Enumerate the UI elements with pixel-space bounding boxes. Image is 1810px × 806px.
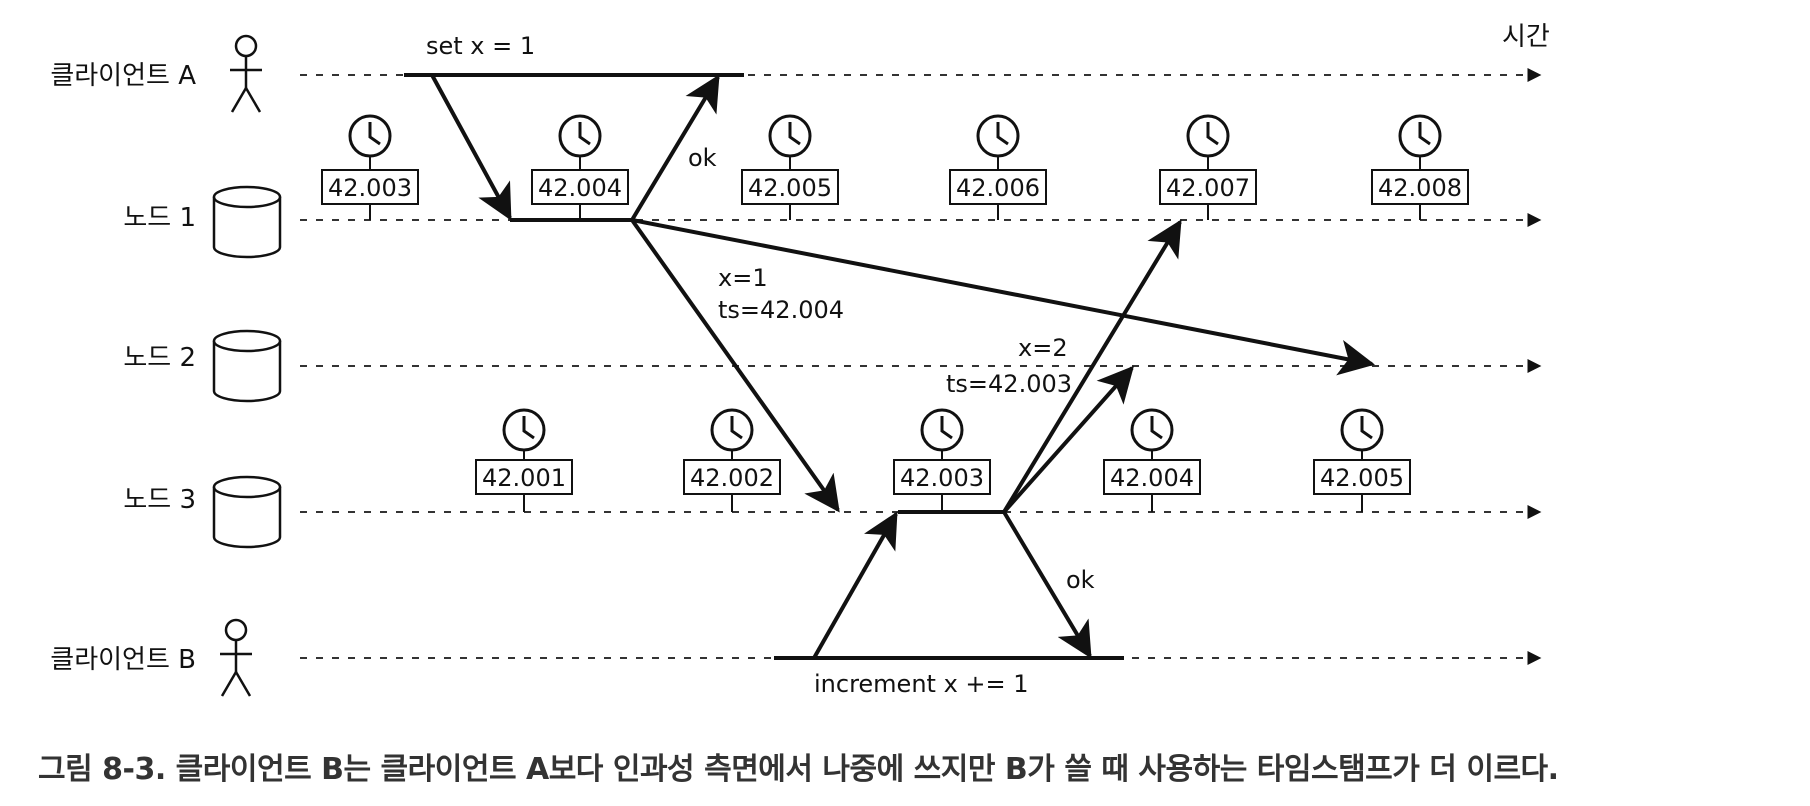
arrow-set-request (430, 74, 512, 221)
arrow-node1-to-node2 (631, 218, 1375, 376)
clock-icon (1150, 416, 1163, 440)
time-label: 시간 (1502, 22, 1550, 52)
node1-clock: 42.006 (949, 114, 1047, 220)
label-increment: increment x += 1 (814, 670, 1029, 698)
node1-clock-value: 42.007 (1166, 174, 1250, 202)
label-rep2-value: x=2 (1018, 334, 1068, 362)
person-icon-client-b (220, 618, 252, 697)
node3-clock-group: 42.001 42.002 42.003 42.004 (475, 408, 1411, 512)
clock-icon (1360, 416, 1373, 440)
clock-icon (730, 416, 743, 440)
label-rep1-value: x=1 (718, 264, 768, 292)
arrow-node3-to-node1 (1002, 219, 1182, 514)
arrow-node3-to-node2 (1002, 365, 1134, 514)
node3-clock-value: 42.002 (690, 464, 774, 492)
person-icon-client-a (230, 34, 262, 113)
node1-clock-value: 42.006 (956, 174, 1040, 202)
node1-clock: 42.008 (1371, 114, 1469, 220)
arrow-ok-to-client-b (1002, 510, 1092, 659)
label-rep1-ts: ts=42.004 (718, 296, 844, 324)
lane-label-client-a: 클라이언트 A (50, 61, 196, 91)
node1-clock-value: 42.004 (538, 174, 622, 202)
clock-icon (996, 122, 1009, 146)
arrow-increment-request (812, 511, 898, 659)
node3-clock-value: 42.001 (482, 464, 566, 492)
node1-clock-value: 42.008 (1378, 174, 1462, 202)
node1-clock-group: 42.003 42.004 42.005 42.006 (321, 114, 1469, 220)
database-icon-node1 (212, 185, 282, 259)
node3-clock-value: 42.003 (900, 464, 984, 492)
clock-icon (368, 122, 381, 146)
label-rep2-ts: ts=42.003 (946, 370, 1072, 398)
lane-label-node1: 노드 1 (123, 203, 196, 233)
arrow-node1-to-node3 (630, 218, 840, 513)
node1-clock-value: 42.003 (328, 174, 412, 202)
clock-icon (578, 122, 591, 146)
node3-clock: 42.005 (1313, 408, 1411, 512)
node1-clock-value: 42.005 (748, 174, 832, 202)
label-ok-a: ok (688, 144, 717, 172)
figure-caption: 그림 8-3. 클라이언트 B는 클라이언트 A보다 인과성 측면에서 나중에 … (38, 752, 1559, 787)
clock-icon (1206, 122, 1219, 146)
node3-clock: 42.003 (893, 408, 991, 512)
node3-clock-value: 42.005 (1320, 464, 1404, 492)
lane-label-node3: 노드 3 (123, 485, 196, 515)
database-icon-node3 (212, 475, 282, 549)
node3-clock: 42.001 (475, 408, 573, 512)
node3-clock: 42.004 (1103, 408, 1201, 512)
node3-clock-value: 42.004 (1110, 464, 1194, 492)
lane-label-client-b: 클라이언트 B (50, 645, 196, 675)
node1-clock: 42.005 (741, 114, 839, 220)
database-icon-node2 (212, 329, 282, 403)
clock-icon (1418, 122, 1431, 146)
node3-clock: 42.002 (683, 408, 781, 512)
node1-clock: 42.004 (531, 114, 629, 220)
lane-label-node2: 노드 2 (123, 343, 196, 373)
arrow-ok-to-client-a (630, 74, 720, 222)
label-set-x: set x = 1 (426, 32, 535, 60)
clock-icon (522, 416, 535, 440)
node1-clock: 42.007 (1159, 114, 1257, 220)
label-ok-b: ok (1066, 566, 1095, 594)
clock-icon (788, 122, 801, 146)
node1-clock: 42.003 (321, 114, 419, 220)
clock-icon (940, 416, 953, 440)
